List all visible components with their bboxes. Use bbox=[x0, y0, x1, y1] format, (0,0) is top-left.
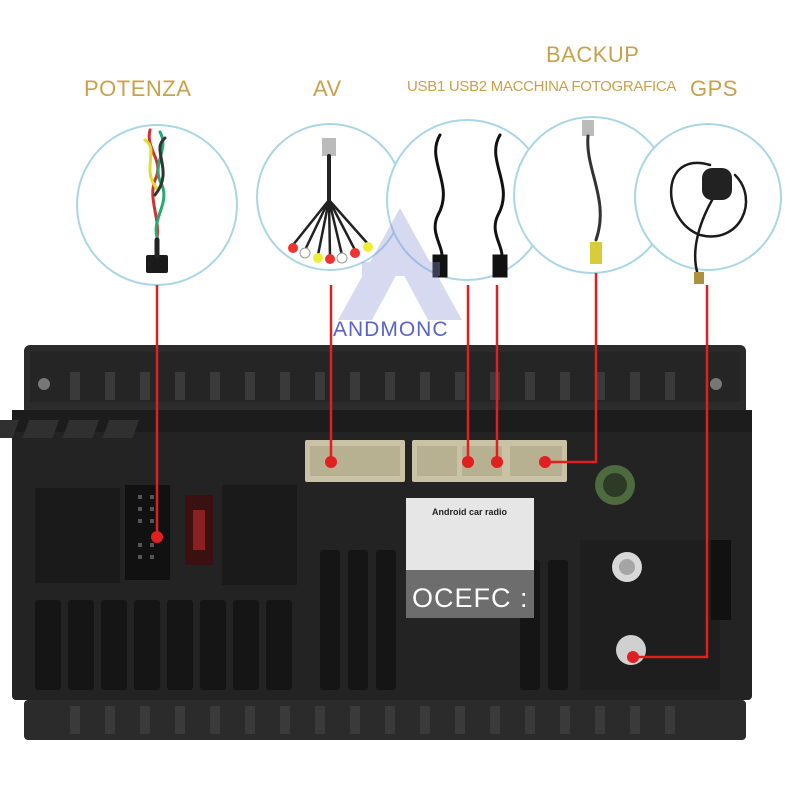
usb-cable-icon bbox=[432, 133, 508, 278]
av-port bbox=[305, 440, 405, 482]
av-harness-icon bbox=[288, 138, 373, 264]
watermark-logo bbox=[338, 208, 462, 320]
accessory-bubbles bbox=[76, 116, 782, 286]
label-gps: GPS bbox=[690, 76, 738, 101]
sticker-title: Android car radio bbox=[432, 507, 508, 517]
label-av: AV bbox=[313, 76, 342, 101]
camera-cable-icon bbox=[582, 120, 602, 264]
pointer-dots bbox=[151, 456, 639, 663]
label-backup: BACKUP bbox=[546, 42, 640, 67]
label-usb-camera: USB1 USB2 MACCHINA FOTOGRAFICA bbox=[407, 78, 677, 95]
label-potenza: POTENZA bbox=[84, 76, 192, 101]
watermark-text: ANDMONC bbox=[333, 318, 449, 341]
pointer-lines bbox=[155, 273, 709, 659]
gps-antenna-icon bbox=[669, 161, 748, 284]
sticker-overlay-text: OCEFC : bbox=[412, 583, 529, 613]
radio-back-panel bbox=[0, 345, 752, 740]
power-harness-icon bbox=[143, 128, 168, 273]
